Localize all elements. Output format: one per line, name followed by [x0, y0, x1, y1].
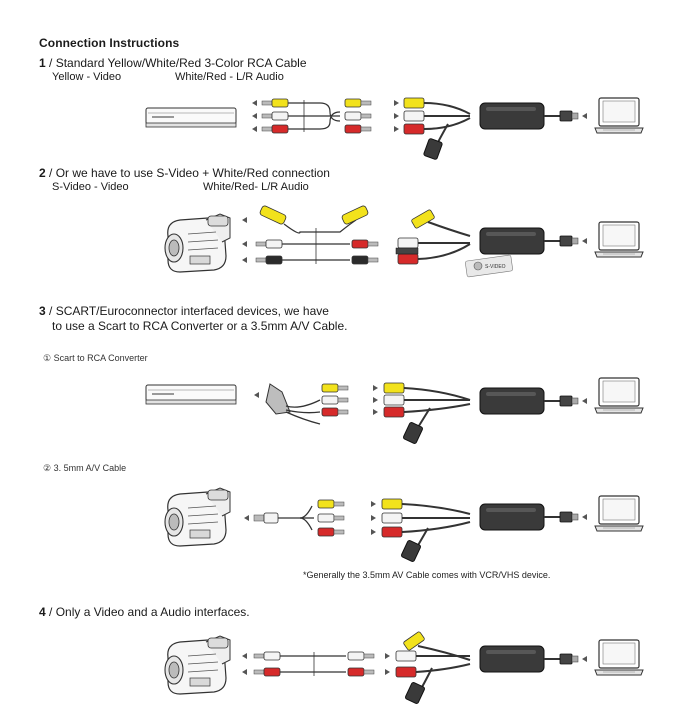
section-3-heading: 3 / SCART/Euroconnector interfaced devic… — [39, 304, 329, 318]
arrow-icon — [371, 501, 376, 507]
arrow-icon — [254, 392, 259, 398]
arrow-icon — [373, 409, 378, 415]
diagram-scart — [145, 377, 644, 444]
arrow-icon — [242, 653, 247, 659]
rca-white-plug-icon — [347, 651, 375, 661]
section-1-sub-left: Yellow - Video — [52, 71, 122, 83]
rca-red-plug-icon — [261, 124, 289, 134]
camcorder-icon — [164, 213, 231, 273]
rca-black-plug-icon — [255, 255, 283, 265]
section-2-number: 2 — [39, 166, 46, 180]
rca-yellow-plug-icon — [317, 499, 345, 509]
camcorder-icon — [164, 487, 231, 547]
arrow-icon — [373, 385, 378, 391]
usb-capture-device-icon — [479, 645, 588, 673]
rca-white-plug-icon — [261, 111, 289, 121]
laptop-icon — [594, 97, 644, 134]
arrow-icon — [252, 100, 257, 106]
arrow-icon — [385, 669, 390, 675]
section-1-number: 1 — [39, 56, 46, 70]
arrow-icon — [242, 241, 247, 247]
diagram-section-4 — [164, 631, 644, 704]
section-2-heading: 2 / Or we have to use S-Video + White/Re… — [39, 166, 330, 180]
arrow-icon — [252, 126, 257, 132]
page-title: Connection Instructions — [39, 36, 180, 50]
option-scart-label: ① Scart to RCA Converter — [43, 353, 148, 363]
arrow-icon — [242, 217, 247, 223]
laptop-icon — [594, 377, 644, 414]
laptop-icon — [594, 639, 644, 676]
option-35mm-label: ② 3. 5mm A/V Cable — [43, 463, 127, 473]
rca-red-plug-icon — [347, 667, 375, 677]
section-3-heading-line2: to use a Scart to RCA Converter or a 3.5… — [52, 319, 348, 333]
rca-red-plug-icon — [253, 667, 281, 677]
rca-yellow-plug-icon — [261, 98, 289, 108]
arrow-icon — [394, 100, 399, 106]
section-2-sub-right: White/Red- L/R Audio — [203, 181, 309, 193]
section-3-number: 3 — [39, 304, 46, 318]
arrow-icon — [242, 669, 247, 675]
rca-yellow-plug-icon — [321, 383, 349, 393]
footnote: *Generally the 3.5mm AV Cable comes with… — [303, 570, 551, 580]
laptop-icon — [594, 495, 644, 532]
diagram-section-1 — [145, 97, 644, 160]
rca-white-plug-icon — [253, 651, 281, 661]
section-4-heading: 4 / Only a Video and a Audio interfaces. — [39, 605, 250, 619]
arrow-icon — [244, 515, 249, 521]
arrow-icon — [252, 113, 257, 119]
section-1-heading: 1 / Standard Yellow/White/Red 3-Color RC… — [39, 56, 307, 70]
arrow-icon — [371, 529, 376, 535]
rca-white-plug-icon — [344, 111, 372, 121]
rca-red-plug-icon — [317, 527, 345, 537]
dvd-player-icon — [145, 384, 237, 405]
usb-capture-device-icon — [479, 503, 588, 531]
rca-black-plug-icon — [351, 255, 379, 265]
section-2-sub-left: S-Video - Video — [52, 181, 129, 193]
usb-capture-device-icon — [479, 102, 588, 130]
svideo-tag-label: S-VIDEO — [485, 264, 506, 270]
arrow-icon — [385, 653, 390, 659]
rca-red-plug-icon — [321, 407, 349, 417]
section-1-sub-right: White/Red - L/R Audio — [175, 71, 284, 83]
rca-red-plug-icon — [344, 124, 372, 134]
laptop-icon — [594, 221, 644, 258]
rca-yellow-plug-icon — [344, 98, 372, 108]
arrow-icon — [394, 113, 399, 119]
rca-white-plug-icon — [255, 239, 283, 249]
usb-capture-device-icon — [479, 387, 588, 415]
arrow-icon — [373, 397, 378, 403]
section-4-number: 4 — [39, 605, 46, 619]
dvd-player-icon — [145, 107, 237, 128]
rca-red-plug-icon — [351, 239, 379, 249]
diagram-section-2: S-VIDEO — [164, 205, 644, 278]
rca-white-plug-icon — [321, 395, 349, 405]
arrow-icon — [394, 126, 399, 132]
rca-white-plug-icon — [317, 513, 345, 523]
diagram-35mm — [164, 487, 644, 562]
usb-capture-device-icon — [479, 227, 588, 255]
camcorder-icon — [164, 635, 231, 695]
arrow-icon — [242, 257, 247, 263]
arrow-icon — [371, 515, 376, 521]
